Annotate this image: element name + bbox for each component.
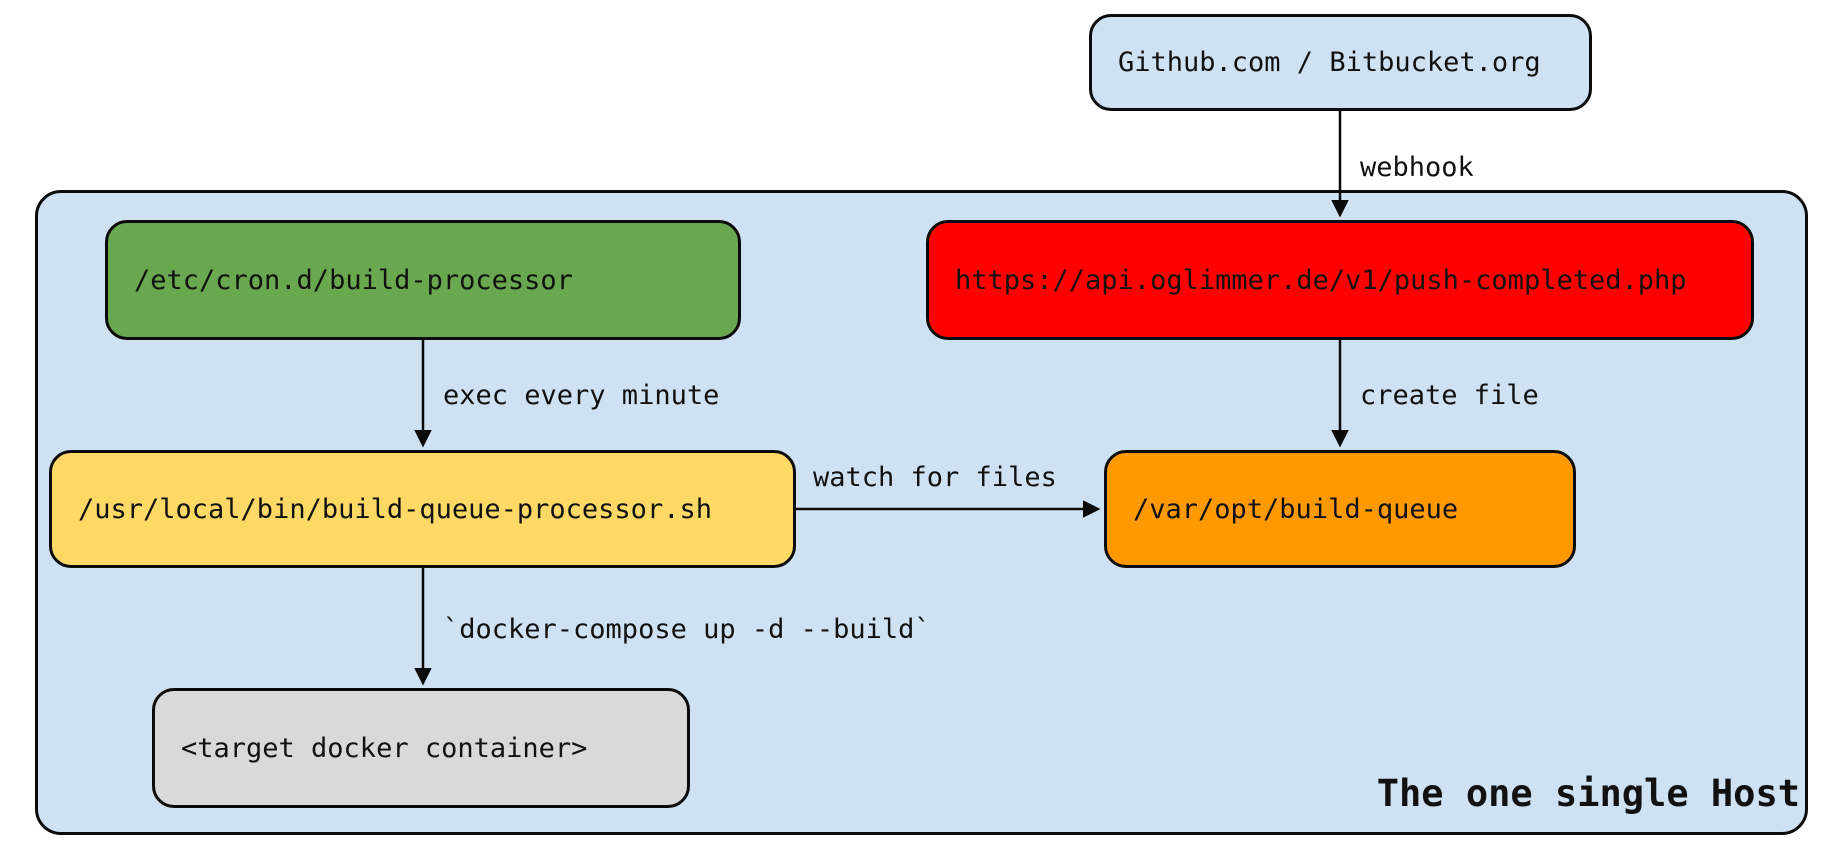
node-external-source: Github.com / Bitbucket.org (1089, 14, 1592, 111)
webhook-arrow-label: webhook (1360, 152, 1474, 183)
node-build-queue-dir: /var/opt/build-queue (1104, 450, 1576, 568)
host-caption: The one single Host (1376, 772, 1800, 815)
node-cron-file-label: /etc/cron.d/build-processor (134, 264, 573, 296)
node-cron-file: /etc/cron.d/build-processor (105, 220, 741, 340)
exec-every-minute-arrow-label: exec every minute (443, 380, 720, 411)
node-queue-processor: /usr/local/bin/build-queue-processor.sh (49, 450, 796, 568)
node-external-source-label: Github.com / Bitbucket.org (1118, 47, 1541, 78)
node-build-queue-dir-label: /var/opt/build-queue (1133, 493, 1459, 525)
create-file-arrow-label: create file (1360, 380, 1539, 411)
docker-compose-arrow-label: `docker-compose up -d --build` (443, 614, 931, 645)
node-push-endpoint-label: https://api.oglimmer.de/v1/push-complete… (955, 264, 1687, 296)
node-push-endpoint: https://api.oglimmer.de/v1/push-complete… (926, 220, 1754, 340)
node-docker-container-label: <target docker container> (181, 732, 588, 764)
node-docker-container: <target docker container> (152, 688, 690, 808)
node-queue-processor-label: /usr/local/bin/build-queue-processor.sh (78, 493, 712, 525)
watch-for-files-arrow-label: watch for files (813, 462, 1057, 493)
